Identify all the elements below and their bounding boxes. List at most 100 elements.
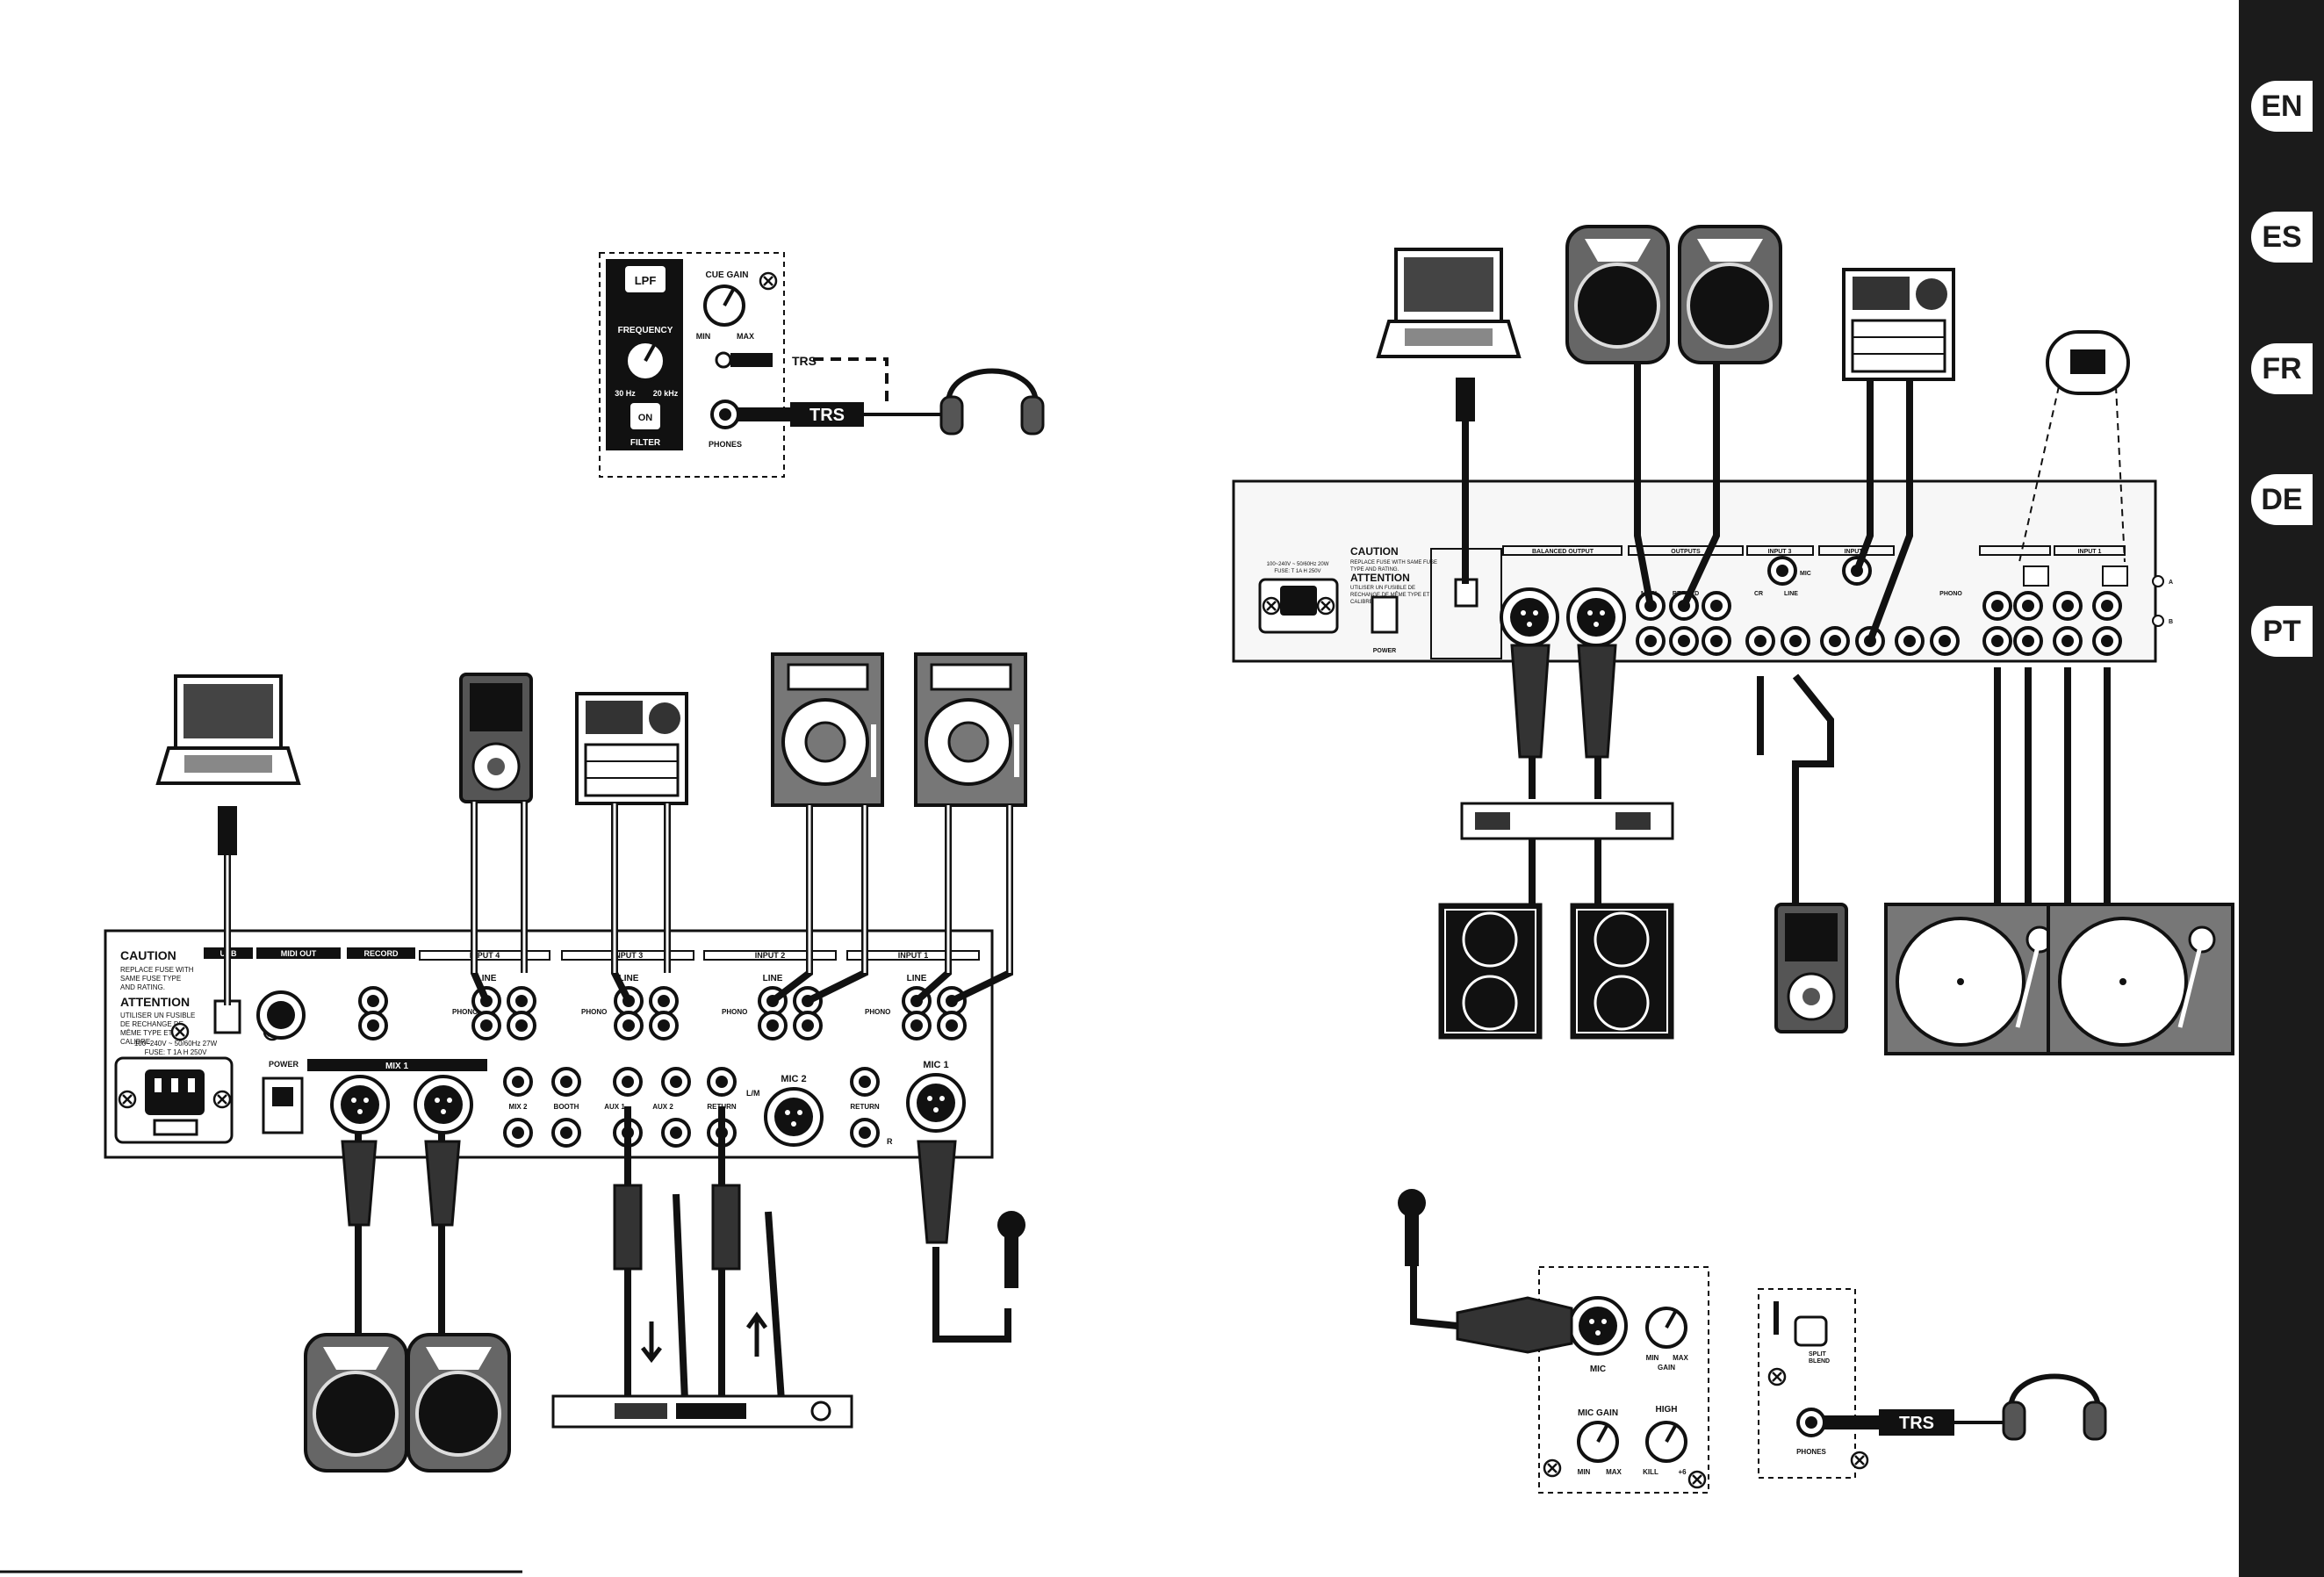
right-outputs-label: OUTPUTS <box>1671 549 1701 555</box>
usb-port[interactable] <box>213 999 241 1034</box>
left-input3-phono: PHONO <box>581 1008 607 1016</box>
cue-gain-label: CUE GAIN <box>706 270 749 280</box>
mix1-xlr-left[interactable] <box>330 1075 390 1134</box>
left-attention-line-2: DE RECHANGE DE <box>120 1020 183 1028</box>
left-attention-line-4: CALIBRE. <box>120 1038 152 1046</box>
connection-diagram: LPF FREQUENCY 30 Hz 20 kHz ON FILTER CUE… <box>0 225 2239 1573</box>
microphone-icon <box>997 1211 1025 1288</box>
left-mixer-rear-panel: CAUTION REPLACE FUSE WITH SAME FUSE TYPE… <box>104 929 994 1159</box>
left-input1-label: INPUT 1 <box>898 951 929 960</box>
right-power-switch[interactable] <box>1371 595 1399 634</box>
left-record-label: RECORD <box>363 949 399 958</box>
right-microphone-icon <box>1398 1189 1426 1266</box>
frequency-knob[interactable] <box>624 340 666 382</box>
lang-tab-de[interactable]: DE <box>2251 474 2313 525</box>
cue-gain-max: MAX <box>737 332 754 341</box>
left-attention-line-3: MÊME TYPE ET <box>120 1029 173 1037</box>
arrow-down-icon <box>641 1321 662 1364</box>
right-media-player-icon <box>1774 903 1848 1033</box>
trs-label: TRS <box>809 406 845 425</box>
filter-on-button[interactable] <box>630 403 660 429</box>
left-booth-label: BOOTH <box>554 1103 579 1111</box>
xlr-plug-left-icon <box>341 1140 378 1227</box>
right-speaker-left-icon <box>1565 225 1670 364</box>
left-caution-line-2: SAME FUSE TYPE <box>120 975 181 983</box>
speaker-right-icon <box>407 1333 511 1473</box>
left-lm-label: L/M <box>746 1089 760 1098</box>
detail-gain-min: MIN <box>1646 1354 1659 1362</box>
left-input2-line: LINE <box>763 974 783 983</box>
turntable-2-icon <box>2048 904 2233 1054</box>
filter-label: FILTER <box>630 438 661 448</box>
mic2-xlr[interactable] <box>764 1087 824 1147</box>
right-xlr-left[interactable] <box>1500 587 1559 647</box>
detail-mic-xlr[interactable] <box>1568 1296 1628 1356</box>
freq-high-label: 20 kHz <box>653 389 679 398</box>
frequency-label: FREQUENCY <box>618 326 673 335</box>
right-xlr-right[interactable] <box>1566 587 1626 647</box>
right-speaker-right-icon <box>1678 225 1782 364</box>
detail-plus6-label: +6 <box>1678 1468 1687 1476</box>
arrow-up-icon <box>745 1311 768 1357</box>
right-attention-line-2: RECHANGE DE MÊME TYPE ET <box>1350 591 1430 598</box>
right-sampler-icon <box>1842 268 1955 381</box>
mini-phones-jack[interactable] <box>715 351 732 369</box>
media-player-icon <box>459 673 533 803</box>
detail-kill-label: KILL <box>1643 1468 1658 1476</box>
right-power-spec-2: FUSE: T 1A H 250V <box>1274 569 1320 574</box>
right-mic-label: MIC <box>1800 571 1811 577</box>
pa-speaker-right-icon <box>1570 903 1674 1040</box>
left-attention-line-1: UTILISER UN FUSIBLE <box>120 1012 195 1019</box>
phones-detail-panel: SPLIT BLEND PHONES <box>1758 1288 1869 1479</box>
cue-gain-knob[interactable] <box>703 284 745 327</box>
detail-mic-gain-label: MIC GAIN <box>1578 1408 1618 1418</box>
cue-gain-min: MIN <box>696 332 711 341</box>
mix1-xlr-right[interactable] <box>414 1075 473 1134</box>
left-mix1-label: MIX 1 <box>385 1062 409 1071</box>
speaker-left-icon <box>304 1333 408 1473</box>
left-aux2-label: AUX 2 <box>652 1103 673 1111</box>
detail-gain-label: GAIN <box>1658 1364 1675 1372</box>
split-blend-switch[interactable] <box>1794 1315 1828 1347</box>
record-l-jack[interactable] <box>358 986 388 1016</box>
language-sidebar: EN ES FR DE PT <box>2239 0 2324 1577</box>
left-caution-title: CAUTION <box>120 948 176 962</box>
filter-on-label: ON <box>638 413 653 423</box>
right-attention-title: ATTENTION <box>1350 572 1410 584</box>
detail-high-knob[interactable] <box>1645 1421 1687 1463</box>
lang-tab-es[interactable]: ES <box>2251 212 2313 263</box>
right-laptop-icon <box>1377 248 1521 358</box>
left-power-spec-line-2: FUSE: T 1A H 250V <box>145 1048 208 1056</box>
right-power-label: POWER <box>1373 648 1396 654</box>
laptop-icon <box>156 674 300 785</box>
detail-gain-max: MAX <box>1673 1354 1688 1362</box>
right-b-label: B <box>2169 619 2173 625</box>
left-mic2-label: MIC 2 <box>781 1074 806 1084</box>
mic-detail-panel: MIC MIN MAX GAIN MIC GAIN MIN MAX HIGH K… <box>1538 1266 1709 1494</box>
detail-mic-gain-knob[interactable] <box>1577 1421 1619 1463</box>
cd-player-1-icon <box>771 652 884 807</box>
detail-mic-label: MIC <box>1590 1365 1606 1374</box>
right-power-spec-1: 100~240V ~ 50/60Hz 20W <box>1267 562 1329 567</box>
detail-mic-gain-min: MIN <box>1578 1468 1591 1476</box>
left-input4-label: INPUT 4 <box>470 951 500 960</box>
right-caution-line-2: TYPE AND RATING. <box>1350 567 1399 572</box>
left-mix2-label: MIX 2 <box>509 1103 528 1111</box>
left-return-label-2: RETURN <box>850 1103 880 1111</box>
mic1-xlr[interactable] <box>906 1073 966 1133</box>
detail-phones-jack[interactable] <box>1796 1408 1826 1437</box>
left-midi-out-label: MIDI OUT <box>281 949 317 958</box>
lang-tab-en[interactable]: EN <box>2251 81 2313 132</box>
detail-gain-knob[interactable] <box>1645 1307 1687 1349</box>
lang-tab-pt[interactable]: PT <box>2251 606 2313 657</box>
right-headphones-icon <box>2004 1377 2105 1440</box>
left-aux1-label: AUX 1 <box>604 1103 625 1111</box>
lang-tab-fr[interactable]: FR <box>2251 343 2313 394</box>
record-r-jack[interactable] <box>358 1011 388 1041</box>
phones-jack[interactable] <box>710 400 740 429</box>
left-power-label: POWER <box>269 1060 299 1069</box>
left-attention-title: ATTENTION <box>120 995 190 1009</box>
left-power-spec-line-1: 100~240V ~ 50/60Hz 27W <box>134 1040 218 1048</box>
detail-trs-label: TRS <box>1899 1414 1934 1433</box>
freq-low-label: 30 Hz <box>615 389 636 398</box>
